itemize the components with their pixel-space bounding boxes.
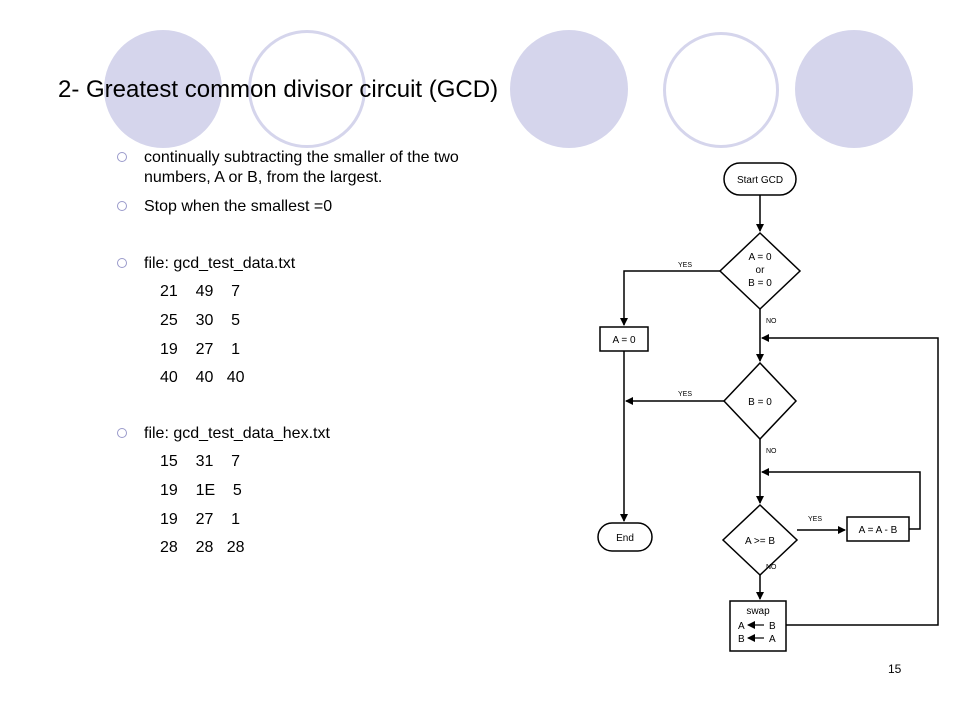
bullet-text-2: Stop when the smallest =0 <box>144 198 333 215</box>
dec2-label: B = 0 <box>748 397 772 408</box>
swap-a-right: A <box>769 634 776 645</box>
decor-circle-filled-2 <box>510 30 628 148</box>
end-terminal <box>597 522 653 552</box>
bullet-icon <box>117 201 127 211</box>
decor-circle-ring-2 <box>663 32 779 148</box>
decor-circle-filled-3 <box>795 30 913 148</box>
data-row: 25 30 5 <box>160 312 241 329</box>
yes-label-2: YES <box>678 391 692 398</box>
dec3-label: A >= B <box>745 536 775 547</box>
data-row: 40 40 40 <box>160 369 245 386</box>
dec1-line3: B = 0 <box>748 278 772 289</box>
hex-row: 19 1E 5 <box>160 482 242 499</box>
bullet-icon <box>117 152 127 162</box>
hex-row: 19 27 1 <box>160 511 241 528</box>
decor-circle-filled-1 <box>104 30 222 148</box>
no-label-3: NO <box>766 564 777 571</box>
assign-label: A = 0 <box>612 335 636 346</box>
decor-circle-ring-1 <box>248 30 366 148</box>
hex-row: 15 31 7 <box>160 453 241 470</box>
end-label: End <box>616 533 634 544</box>
dec1-line1: A = 0 <box>748 252 772 263</box>
swap-label: swap <box>746 606 770 617</box>
subtract-box <box>846 516 910 542</box>
data-row: 21 49 7 <box>160 283 241 300</box>
swap-box <box>729 600 787 652</box>
swap-b-right: B <box>769 621 776 632</box>
data-row: 19 27 1 <box>160 341 241 358</box>
slide-title: 2- Greatest common divisor circuit (GCD) <box>58 76 499 103</box>
hex-row: 28 28 28 <box>160 539 245 556</box>
sub-label: A = A - B <box>859 525 898 536</box>
no-label-2: NO <box>766 448 777 455</box>
bullet-text-3: file: gcd_test_data.txt <box>144 255 296 272</box>
gcd-flowchart: Start GCD A = 0 or B = 0 A = 0 B = 0 A >… <box>597 162 939 652</box>
dec1-line2: or <box>756 265 766 276</box>
bullet-icon <box>117 428 127 438</box>
bullet-text-1-line2: numbers, A or B, from the largest. <box>144 169 383 186</box>
start-label: Start GCD <box>737 175 783 186</box>
swap-a-left: A <box>738 621 745 632</box>
no-label-1: NO <box>766 318 777 325</box>
bullet-icon <box>117 258 127 268</box>
yes-label-3: YES <box>808 516 822 523</box>
yes-label-1: YES <box>678 262 692 269</box>
bullet-text-1-line1: continually subtracting the smaller of t… <box>144 149 459 166</box>
page-number: 15 <box>888 662 902 676</box>
bullet-text-4: file: gcd_test_data_hex.txt <box>144 425 330 442</box>
swap-b-left: B <box>738 634 745 645</box>
